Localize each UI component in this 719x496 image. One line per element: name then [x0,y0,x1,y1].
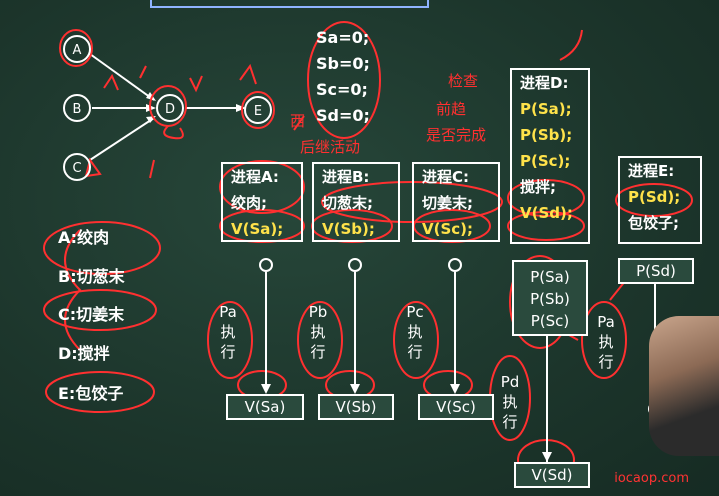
flow-c-v: V(Sc) [418,394,494,420]
process-b-op: V(Sb); [322,220,375,238]
flow-a-v: V(Sa) [226,394,304,420]
process-c-title: 进程C: [422,168,470,186]
flow-b-start [348,258,362,272]
lecturer-hand [649,316,719,456]
legend-c: C:切姜末 [58,305,125,324]
process-d-task: 搅拌; [520,178,556,196]
process-d-box: 进程D: P(Sa); P(Sb); P(Sc); 搅拌; V(Sd); [510,68,590,244]
process-d-op: V(Sd); [520,204,573,222]
process-c-op: V(Sc); [422,220,474,238]
process-e-title: 进程E: [628,162,675,180]
top-frame [150,0,429,8]
flow-d-line [546,336,548,462]
flow-d-v: V(Sd) [514,462,590,488]
flow-c-start [448,258,462,272]
semaphore-sa: Sa=0; [316,28,370,47]
process-d-p3: P(Sc); [520,152,571,170]
semaphore-sc: Sc=0; [316,80,368,99]
flow-b-line [354,272,356,392]
process-d-p2: P(Sb); [520,126,573,144]
process-b-task: 切葱末; [322,194,373,212]
process-e-p1: P(Sd); [628,188,681,206]
process-e-box: 进程E: P(Sd); 包饺子; [618,156,702,244]
flow-b-v: V(Sb) [318,394,394,420]
node-d: D [156,94,184,122]
process-b-title: 进程B: [322,168,370,186]
note-front: 前趋 [436,100,467,118]
semaphore-sd: Sd=0; [316,106,370,125]
flow-d-p1: P(Sa) [530,268,570,286]
node-b: B [63,94,91,122]
note-check: 检查 [448,72,479,90]
flow-d-p: P(Sa) P(Sb) P(Sc) [512,260,588,336]
process-c-task: 切姜末; [422,194,473,212]
flow-d-p3: P(Sc) [530,312,570,330]
flow-d-p2: P(Sb) [530,290,570,308]
watermark: iocaop.com [614,471,689,486]
process-a-task: 绞肉; [231,194,267,212]
note-to: 西 [290,112,306,130]
legend-b: B:切葱末 [58,267,125,286]
flow-e-p: P(Sd) [618,258,694,284]
legend-d: D:搅拌 [58,344,110,363]
process-e-task: 包饺子; [628,214,679,232]
node-c: C [63,153,91,181]
process-c-box: 进程C: 切姜末; V(Sc); [412,162,500,242]
process-a-title: 进程A: [231,168,279,186]
semaphore-sb: Sb=0; [316,54,370,73]
legend-e: E:包饺子 [58,384,124,403]
flow-a-line [265,272,267,392]
note-follow: 后继活动 [300,138,361,156]
node-e: E [244,96,272,124]
flow-c-line [454,272,456,392]
note-done: 是否完成 [426,126,487,144]
legend-a: A:绞肉 [58,228,110,247]
process-a-box: 进程A: 绞肉; V(Sa); [221,162,303,242]
flow-a-start [259,258,273,272]
process-b-box: 进程B: 切葱末; V(Sb); [312,162,400,242]
process-a-op: V(Sa); [231,220,284,238]
node-a: A [63,35,91,63]
process-d-title: 进程D: [520,74,569,92]
process-d-p1: P(Sa); [520,100,572,118]
